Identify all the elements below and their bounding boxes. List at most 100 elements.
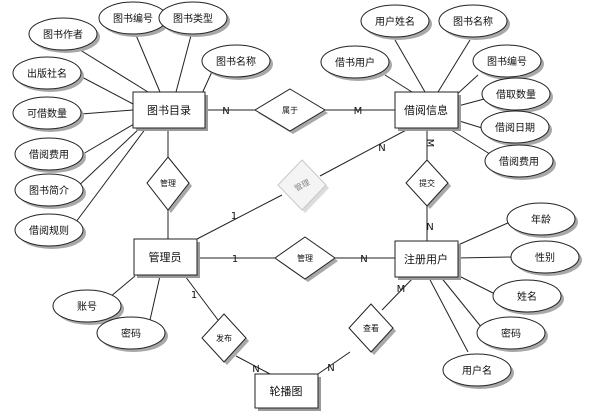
card-submit-user: N [426,220,433,231]
attr-user-name: 姓名 [492,279,564,315]
card-manage-user-user: N [360,254,367,265]
attr-borrow-bookname: 图书名称 [438,4,510,40]
attr-book-type: 图书类型 [158,1,230,37]
edge-borrow-bookuser [384,74,413,93]
rel-belongs-label: 属于 [282,106,298,115]
edge-borrow-fee [447,127,494,157]
entity-carousel-label: 轮播图 [270,384,303,398]
attr-user-age: 年龄 [506,202,578,238]
edge-manage-admin2 [196,194,283,240]
card-carousel-view: N [327,363,334,374]
attr-username-label: 用户姓名 [375,15,415,28]
attr-borrow-bookno-label: 图书编号 [487,55,527,68]
card-borrow-manage: N [378,143,385,154]
attr-borrow-qty: 借取数量 [481,77,553,113]
rel-belongs: 属于 [254,88,328,134]
attr-book-name: 图书名称 [201,44,273,80]
attr-borrow-fee: 借阅费用 [484,144,556,180]
edge-view-user [381,275,416,311]
attr-borrow-bookname-label: 图书名称 [453,15,493,28]
attr-book-user-label: 借书用户 [335,56,375,69]
relationships: 属于 管理 管理 提交 管理 发布 查看 [146,88,451,365]
edge-borrow-username [394,39,426,93]
edge-catalog-intro [73,127,141,191]
attr-borrow-rules-label: 借阅规则 [29,224,69,237]
attr-book-author: 图书作者 [28,17,100,53]
attr-book-name-label: 图书名称 [216,55,256,68]
attr-book-type-label: 图书类型 [173,12,213,25]
attributes-borrow-info: 用户姓名 图书名称 借书用户 图书编号 借取数量 借阅日期 [320,4,556,180]
entity-book-catalog: 图书目录 [132,91,208,131]
attr-admin-password-label: 密码 [121,327,141,340]
attributes-admin: 账号 密码 [52,289,168,352]
edge-user-password [439,275,483,329]
edge-borrow-qty [457,97,489,107]
rel-view: 查看 [348,303,396,355]
attr-book-user: 借书用户 [320,45,392,81]
attr-borrow-fee-label: 借阅费用 [499,155,539,168]
edge-catalog-bookno [132,27,161,93]
edge-catalog-booktype [175,27,194,93]
edges [63,27,513,375]
attr-intro-label: 图书简介 [29,184,69,197]
edge-catalog-qty [80,109,134,115]
rel-submit-label: 提交 [419,178,435,188]
edge-admin-account [109,275,136,298]
attributes-registered-user: 年龄 性别 姓名 密码 用户名 [442,202,582,389]
attr-borrowable-qty-label: 可借数量 [27,107,67,120]
rel-manage-user: 管理 [274,236,338,282]
attr-intro: 图书简介 [14,173,86,209]
card-borrow-submit: M [424,139,435,148]
entity-borrow-info-label: 借阅信息 [404,103,448,117]
card-view-user: M [397,284,406,295]
rel-manage-user-label: 管理 [297,253,313,263]
attr-borrow-qty-label: 借取数量 [496,88,536,101]
attr-publisher-label: 出版社名 [27,67,67,80]
attr-user-gender-label: 性别 [535,251,555,264]
entity-registered-user-label: 注册用户 [404,252,448,266]
attr-borrow-date-label: 借阅日期 [495,121,535,134]
attr-borrow-date: 借阅日期 [480,110,552,146]
attr-user-password: 密码 [476,316,548,352]
rel-manage-catalog: 管理 [146,156,192,213]
entities: 图书目录 借阅信息 管理员 注册用户 轮播图 [132,91,461,411]
entity-admin-label: 管理员 [149,250,182,264]
rel-publish: 发布 [201,313,249,365]
edge-borrow-bookno [454,74,479,97]
card-publish-carousel: N [252,364,259,375]
attr-book-no: 图书编号 [98,1,170,37]
card-admin-manage-borrow: 1 [231,211,237,222]
attr-borrowable-qty: 可借数量 [12,96,84,132]
attr-catalog-fee-label: 借阅费用 [29,148,69,161]
attr-user-name-label: 姓名 [517,290,537,303]
card-admin-manage-user: 1 [232,254,238,265]
edge-admin-publish [184,275,219,321]
attr-user-gender: 性别 [510,240,582,276]
edge-borrow-manage [319,127,411,177]
edge-borrow-bookname [437,39,471,93]
attr-borrow-bookno: 图书编号 [472,44,544,80]
edge-user-age [457,221,511,246]
edge-publish-carousel [235,355,271,375]
edge-user-name [454,273,496,295]
attr-borrow-rules: 借阅规则 [14,213,86,249]
entity-borrow-info: 借阅信息 [394,91,461,131]
rel-manage-catalog-label: 管理 [160,178,176,188]
edge-catalog-publisher [77,74,134,105]
attr-admin-account-label: 账号 [77,301,97,313]
rel-publish-label: 发布 [216,333,232,343]
attr-admin-account: 账号 [52,289,124,325]
attr-publisher: 出版社名 [12,56,84,92]
card-belongs-catalog: N [222,106,229,117]
edge-catalog-rules [69,127,147,231]
entity-registered-user: 注册用户 [394,240,461,280]
attr-user-age-label: 年龄 [531,213,551,226]
rel-manage-borrow: 管理 [277,159,329,213]
attr-user-accountname-label: 用户名 [462,364,492,377]
rel-submit: 提交 [405,159,451,209]
card-belongs-borrow: M [354,106,363,117]
entity-carousel: 轮播图 [254,373,321,411]
attr-user-accountname: 用户名 [442,353,514,389]
